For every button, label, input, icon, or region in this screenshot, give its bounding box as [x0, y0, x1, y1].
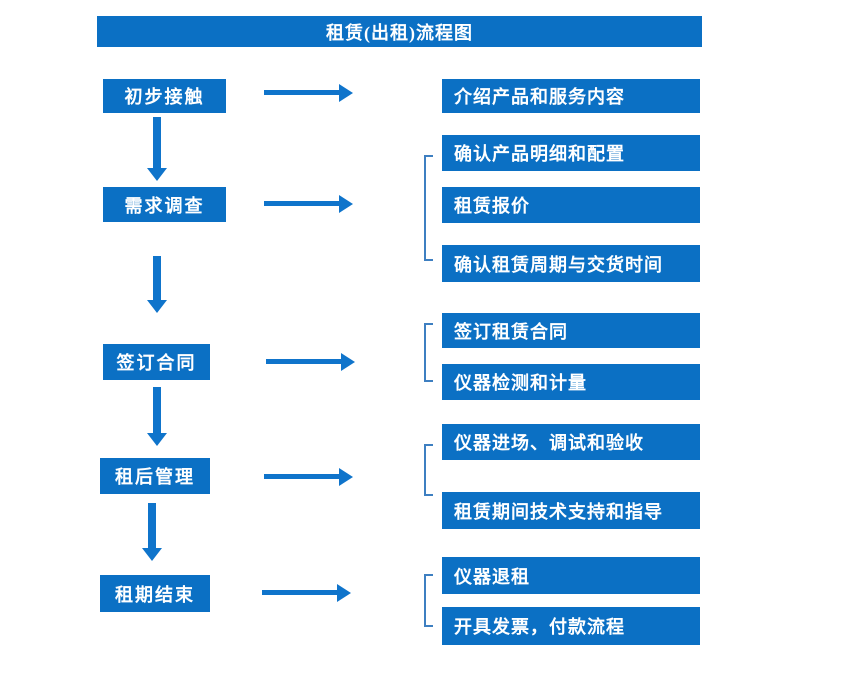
arrow-shaft [264, 201, 340, 206]
arrow-down-icon [147, 117, 167, 181]
arrow-head [341, 353, 355, 371]
arrow-head [142, 548, 162, 561]
arrow-shaft [266, 359, 342, 364]
detail-box-introduce-products-services: 介绍产品和服务内容 [442, 79, 700, 113]
arrow-head [339, 84, 353, 102]
arrow-shaft [153, 117, 161, 168]
stage-box-initial-contact: 初步接触 [103, 79, 226, 113]
arrow-right-icon [264, 468, 353, 486]
arrow-head [147, 433, 167, 446]
arrow-right-icon [264, 195, 353, 213]
stage-box-post-rental-management: 租后管理 [100, 458, 210, 494]
detail-box-confirm-rental-period-delivery: 确认租赁周期与交货时间 [442, 245, 700, 282]
arrow-down-icon [147, 256, 167, 313]
detail-box-instrument-return: 仪器退租 [442, 557, 700, 594]
arrow-right-icon [262, 584, 351, 602]
detail-box-confirm-product-details: 确认产品明细和配置 [442, 135, 700, 171]
group-bracket [424, 574, 433, 627]
arrow-head [339, 468, 353, 486]
arrow-head [147, 168, 167, 181]
group-bracket [424, 444, 433, 496]
detail-box-sign-rental-contract: 签订租赁合同 [442, 313, 700, 348]
arrow-shaft [153, 256, 161, 300]
detail-box-rental-quotation: 租赁报价 [442, 187, 700, 223]
arrow-shaft [264, 474, 340, 479]
arrow-down-icon [142, 503, 162, 561]
arrow-down-icon [147, 387, 167, 446]
arrow-right-icon [264, 84, 353, 102]
arrow-shaft [153, 387, 161, 433]
detail-box-technical-support-guidance: 租赁期间技术支持和指导 [442, 492, 700, 529]
arrow-head [337, 584, 351, 602]
arrow-head [339, 195, 353, 213]
arrow-head [147, 300, 167, 313]
flowchart-title: 租赁(出租)流程图 [97, 16, 702, 47]
group-bracket [424, 155, 433, 261]
group-bracket [424, 323, 433, 382]
stage-box-rental-end: 租期结束 [100, 575, 210, 612]
arrow-right-icon [266, 353, 355, 371]
detail-box-invoice-payment: 开具发票，付款流程 [442, 607, 700, 645]
detail-box-instrument-inspection-metrology: 仪器检测和计量 [442, 364, 700, 400]
arrow-shaft [264, 90, 340, 95]
arrow-shaft [148, 503, 156, 548]
detail-box-instrument-entry-commissioning: 仪器进场、调试和验收 [442, 424, 700, 460]
stage-box-demand-survey: 需求调查 [103, 187, 226, 222]
arrow-shaft [262, 590, 338, 595]
stage-box-sign-contract: 签订合同 [103, 344, 210, 380]
